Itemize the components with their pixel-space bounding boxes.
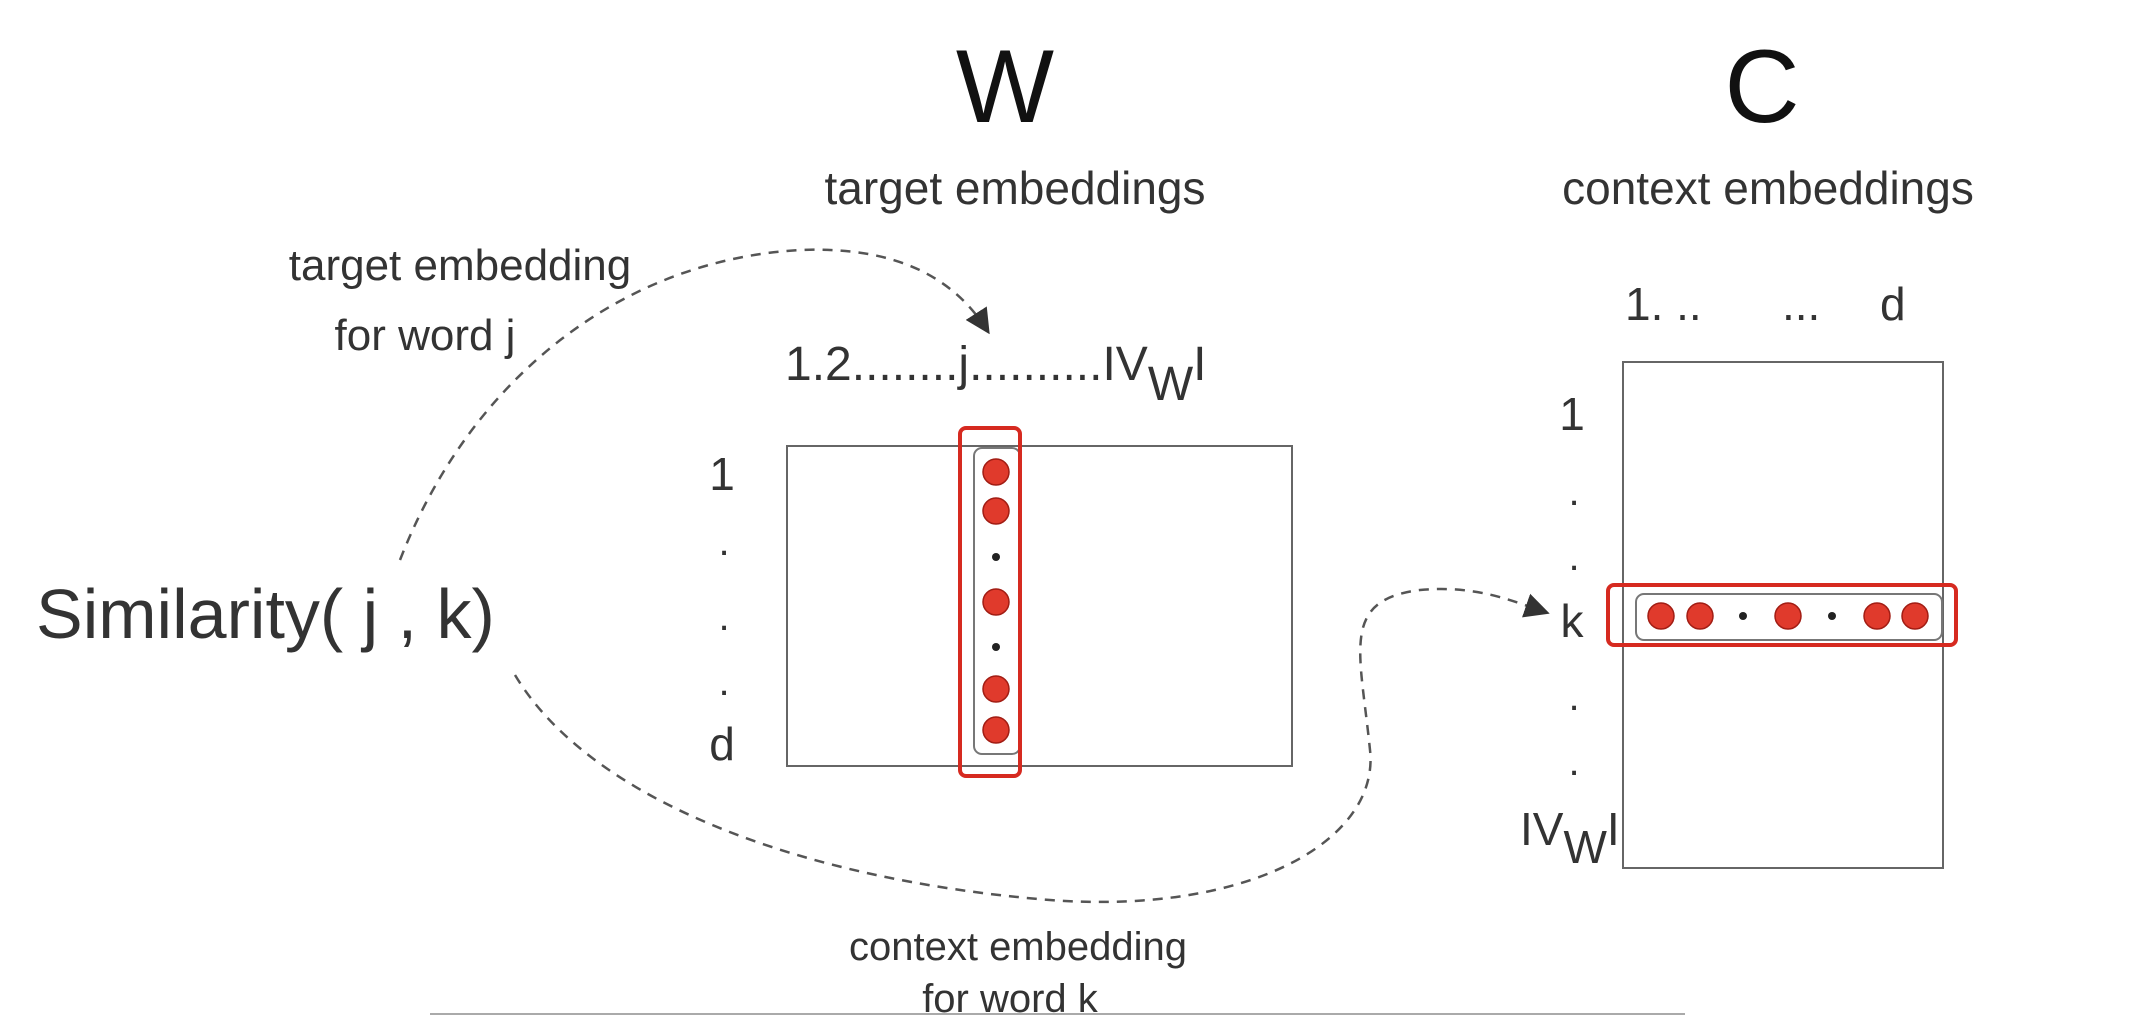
target-annotation-line1: target embedding [289, 241, 631, 290]
c-row-highlight [1606, 583, 1958, 647]
w-vector-ellipsis [992, 643, 1000, 651]
c-row-label-dot: . [1568, 535, 1579, 579]
w-subtitle: target embeddings [824, 162, 1205, 214]
context-annotation-line1: context embedding [849, 925, 1187, 969]
target-arrow-path [398, 248, 990, 561]
c-col-mid: ... [1782, 278, 1820, 330]
c-row-vw: IV [1520, 803, 1564, 855]
c-subtitle: context embeddings [1562, 162, 1974, 214]
c-col-end: d [1880, 278, 1906, 330]
w-vector-dot [982, 675, 1010, 703]
c-row-label-dot: . [1568, 740, 1579, 784]
w-row-label-dot: . [718, 595, 729, 639]
w-vector-dot [982, 716, 1010, 744]
w-row-label-dot: . [718, 660, 729, 704]
w-vector-dot [982, 497, 1010, 525]
c-row-sub: W [1563, 821, 1607, 873]
w-col-j: j [956, 338, 969, 391]
c-row-label-vw: IVWI [1520, 803, 1620, 873]
c-vector-dot [1774, 602, 1802, 630]
c-row-label-dot: . [1568, 675, 1579, 719]
w-col-vw: IV [1102, 338, 1147, 391]
c-vector-dot [1647, 602, 1675, 630]
w-row-label-d: d [709, 718, 735, 770]
c-vector-dot [1901, 602, 1929, 630]
c-vector-ellipsis [1828, 612, 1836, 620]
c-col-start: 1. .. [1625, 278, 1702, 330]
c-vector-dot [1863, 602, 1891, 630]
w-column-axis: 1.2........j..........IVWI [785, 338, 1206, 411]
c-row-label-k: k [1561, 595, 1585, 647]
w-title: W [956, 29, 1054, 145]
c-row-label-1: 1 [1559, 388, 1585, 440]
context-arrow-path [513, 587, 1550, 904]
w-vector-ellipsis [992, 553, 1000, 561]
w-row-label-dot: . [718, 520, 729, 564]
w-col-bar: I [1193, 338, 1206, 391]
similarity-label: Similarity( j , k) [36, 575, 495, 653]
c-row-label-dot: . [1568, 470, 1579, 514]
c-title: C [1724, 29, 1799, 145]
w-vector-dot [982, 458, 1010, 486]
context-annotation-line2: for word k [922, 977, 1099, 1016]
w-col-sub: W [1148, 358, 1194, 411]
w-column-highlight [958, 426, 1022, 778]
c-vector-ellipsis [1739, 612, 1747, 620]
target-annotation-line2: for word j [335, 311, 516, 360]
c-vector-dot [1686, 602, 1714, 630]
w-col-prefix: 1.2........ [785, 338, 958, 391]
w-row-label-1: 1 [709, 448, 735, 500]
w-matrix-box [786, 445, 1293, 767]
c-row-bar: I [1607, 803, 1620, 855]
w-vector-dot [982, 588, 1010, 616]
w-col-dots: .......... [969, 338, 1102, 391]
